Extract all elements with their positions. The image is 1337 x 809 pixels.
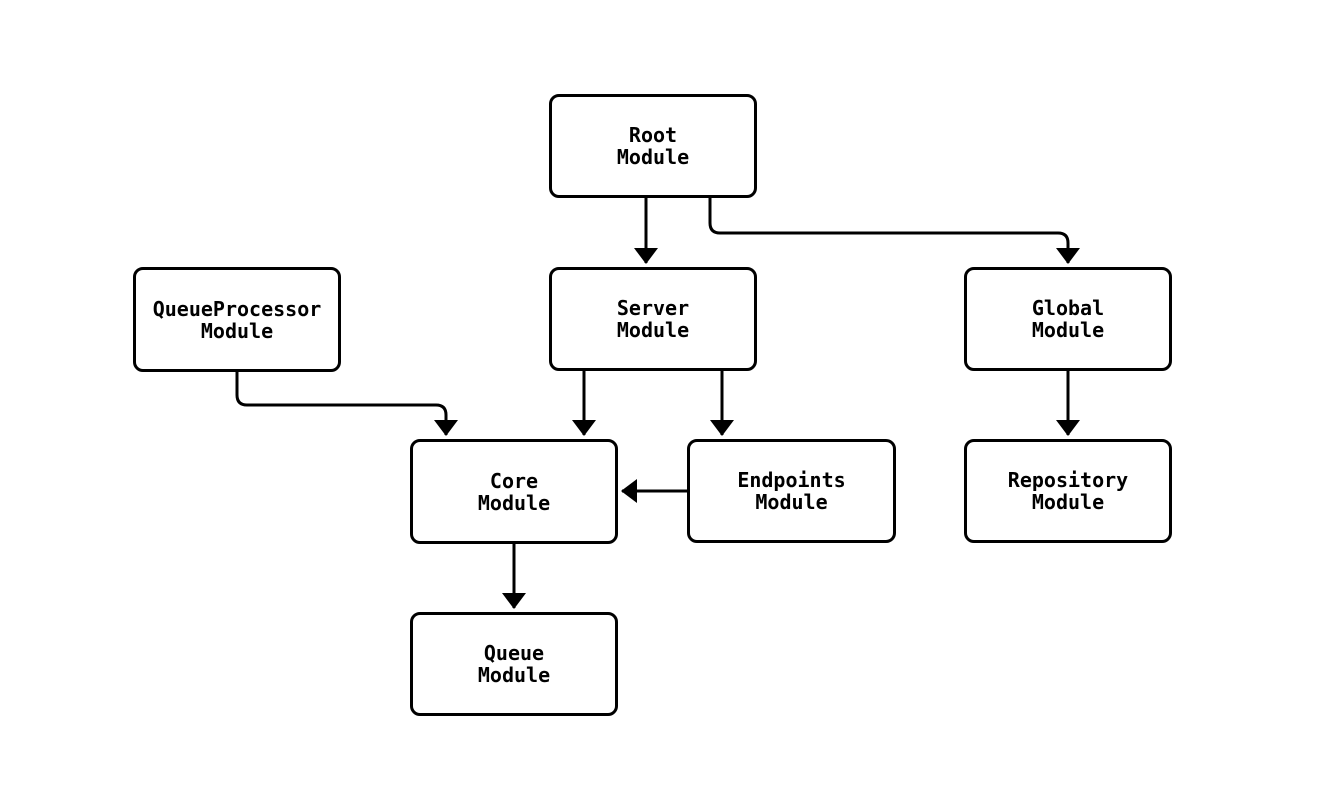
- node-queue-module: Queue Module: [410, 612, 618, 716]
- node-label: Endpoints Module: [737, 468, 846, 514]
- node-server-module: Server Module: [549, 267, 757, 371]
- node-label: Server Module: [616, 296, 690, 342]
- node-root-module: Root Module: [549, 94, 757, 198]
- edges-group: [235, 198, 1080, 609]
- node-global-module: Global Module: [964, 267, 1172, 371]
- edge-root-module-to-global-module: [708, 198, 1080, 264]
- edge-queueprocessor-module-to-core-module: [235, 372, 458, 436]
- node-label: QueueProcessor Module: [152, 296, 322, 343]
- node-endpoints-module: Endpoints Module: [687, 439, 896, 543]
- node-repository-module: Repository Module: [964, 439, 1172, 543]
- node-label: Core Module: [477, 468, 551, 515]
- node-core-module: Core Module: [410, 439, 618, 544]
- node-label: Root Module: [616, 123, 690, 169]
- node-label: Queue Module: [477, 641, 551, 687]
- node-queueprocessor-module: QueueProcessor Module: [133, 267, 341, 372]
- node-label: Global Module: [1031, 296, 1105, 342]
- node-label: Repository Module: [1007, 468, 1129, 514]
